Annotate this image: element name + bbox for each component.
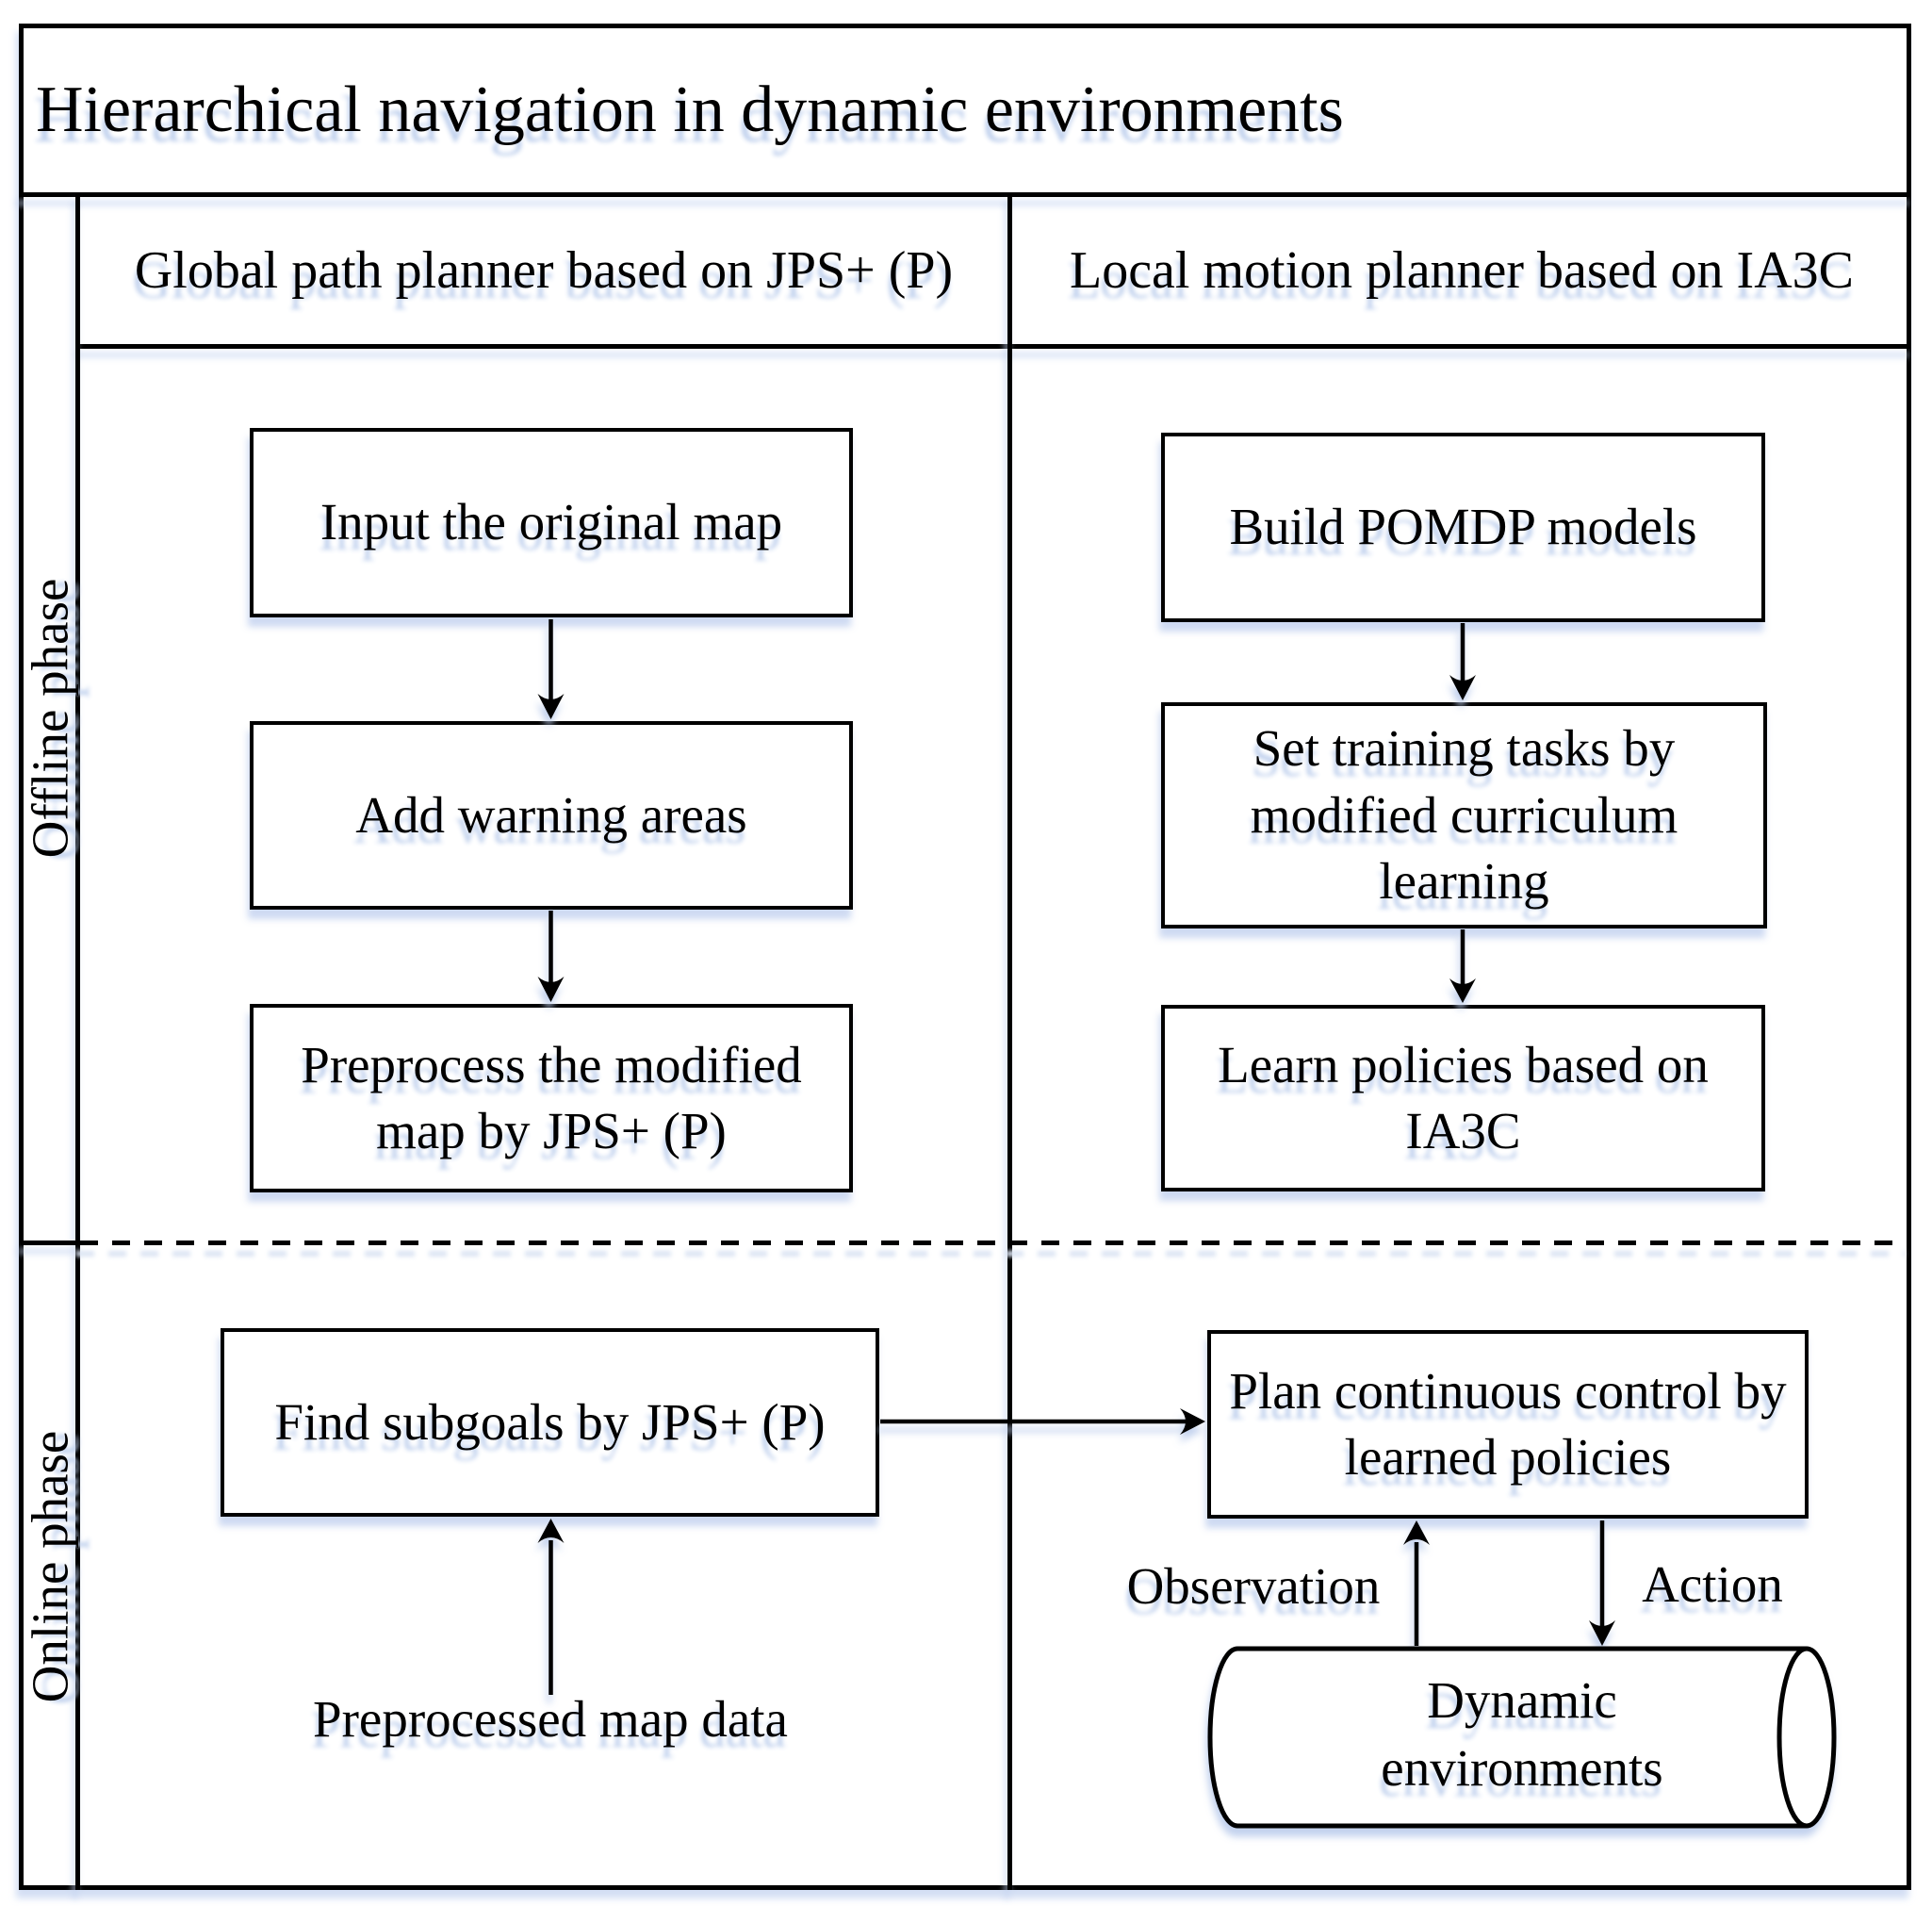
sidebar-divider-line [75, 192, 80, 1890]
node-preprocess-modified-map: Preprocess the modified map by JPS+ (P) [250, 1004, 853, 1192]
node-set-training-tasks-label: Set training tasks by modified curriculu… [1250, 719, 1678, 911]
preprocessed-map-data-label: Preprocessed map data [313, 1690, 788, 1748]
title-row-divider [19, 192, 1911, 197]
node-plan-continuous-control: Plan continuous control by learned polic… [1207, 1330, 1809, 1519]
node-learn-policies: Learn policies based on IA3C [1161, 1005, 1765, 1191]
header-row-divider [78, 344, 1911, 349]
dynamic-environments-label: Dynamic environments [1381, 1671, 1663, 1797]
node-add-warning-areas: Add warning areas [250, 721, 853, 910]
observation-label: Observation [1126, 1557, 1381, 1615]
node-input-original-map: Input the original map [250, 428, 853, 617]
phase-divider-dashed-line [80, 1241, 1908, 1245]
node-preprocess-modified-map-label: Preprocess the modified map by JPS+ (P) [301, 1035, 802, 1159]
figure-title: Hierarchical navigation in dynamic envir… [36, 74, 1344, 146]
node-find-subgoals-label: Find subgoals by JPS+ (P) [274, 1392, 826, 1451]
phase-divider-sidebar-segment [21, 1241, 78, 1245]
phase-divider-shadow [76, 1251, 1905, 1257]
column-header-local-planner: Local motion planner based on IA3C [1069, 241, 1854, 300]
node-build-pomdp-models-label: Build POMDP models [1229, 498, 1697, 556]
node-find-subgoals: Find subgoals by JPS+ (P) [221, 1328, 879, 1517]
cylinder-shape [1207, 1646, 1837, 1829]
outer-border [19, 24, 1911, 1890]
flow-arrows [537, 619, 1615, 1695]
node-learn-policies-label: Learn policies based on IA3C [1218, 1035, 1709, 1159]
column-divider-line [1007, 192, 1012, 1890]
node-input-original-map-label: Input the original map [319, 493, 783, 551]
column-header-global-planner: Global path planner based on JPS+ (P) [134, 241, 954, 300]
node-plan-continuous-control-label: Plan continuous control by learned polic… [1229, 1361, 1787, 1486]
action-label: Action [1642, 1555, 1783, 1613]
node-add-warning-areas-label: Add warning areas [355, 785, 747, 844]
node-build-pomdp-models: Build POMDP models [1161, 433, 1765, 622]
node-set-training-tasks: Set training tasks by modified curriculu… [1161, 702, 1767, 928]
